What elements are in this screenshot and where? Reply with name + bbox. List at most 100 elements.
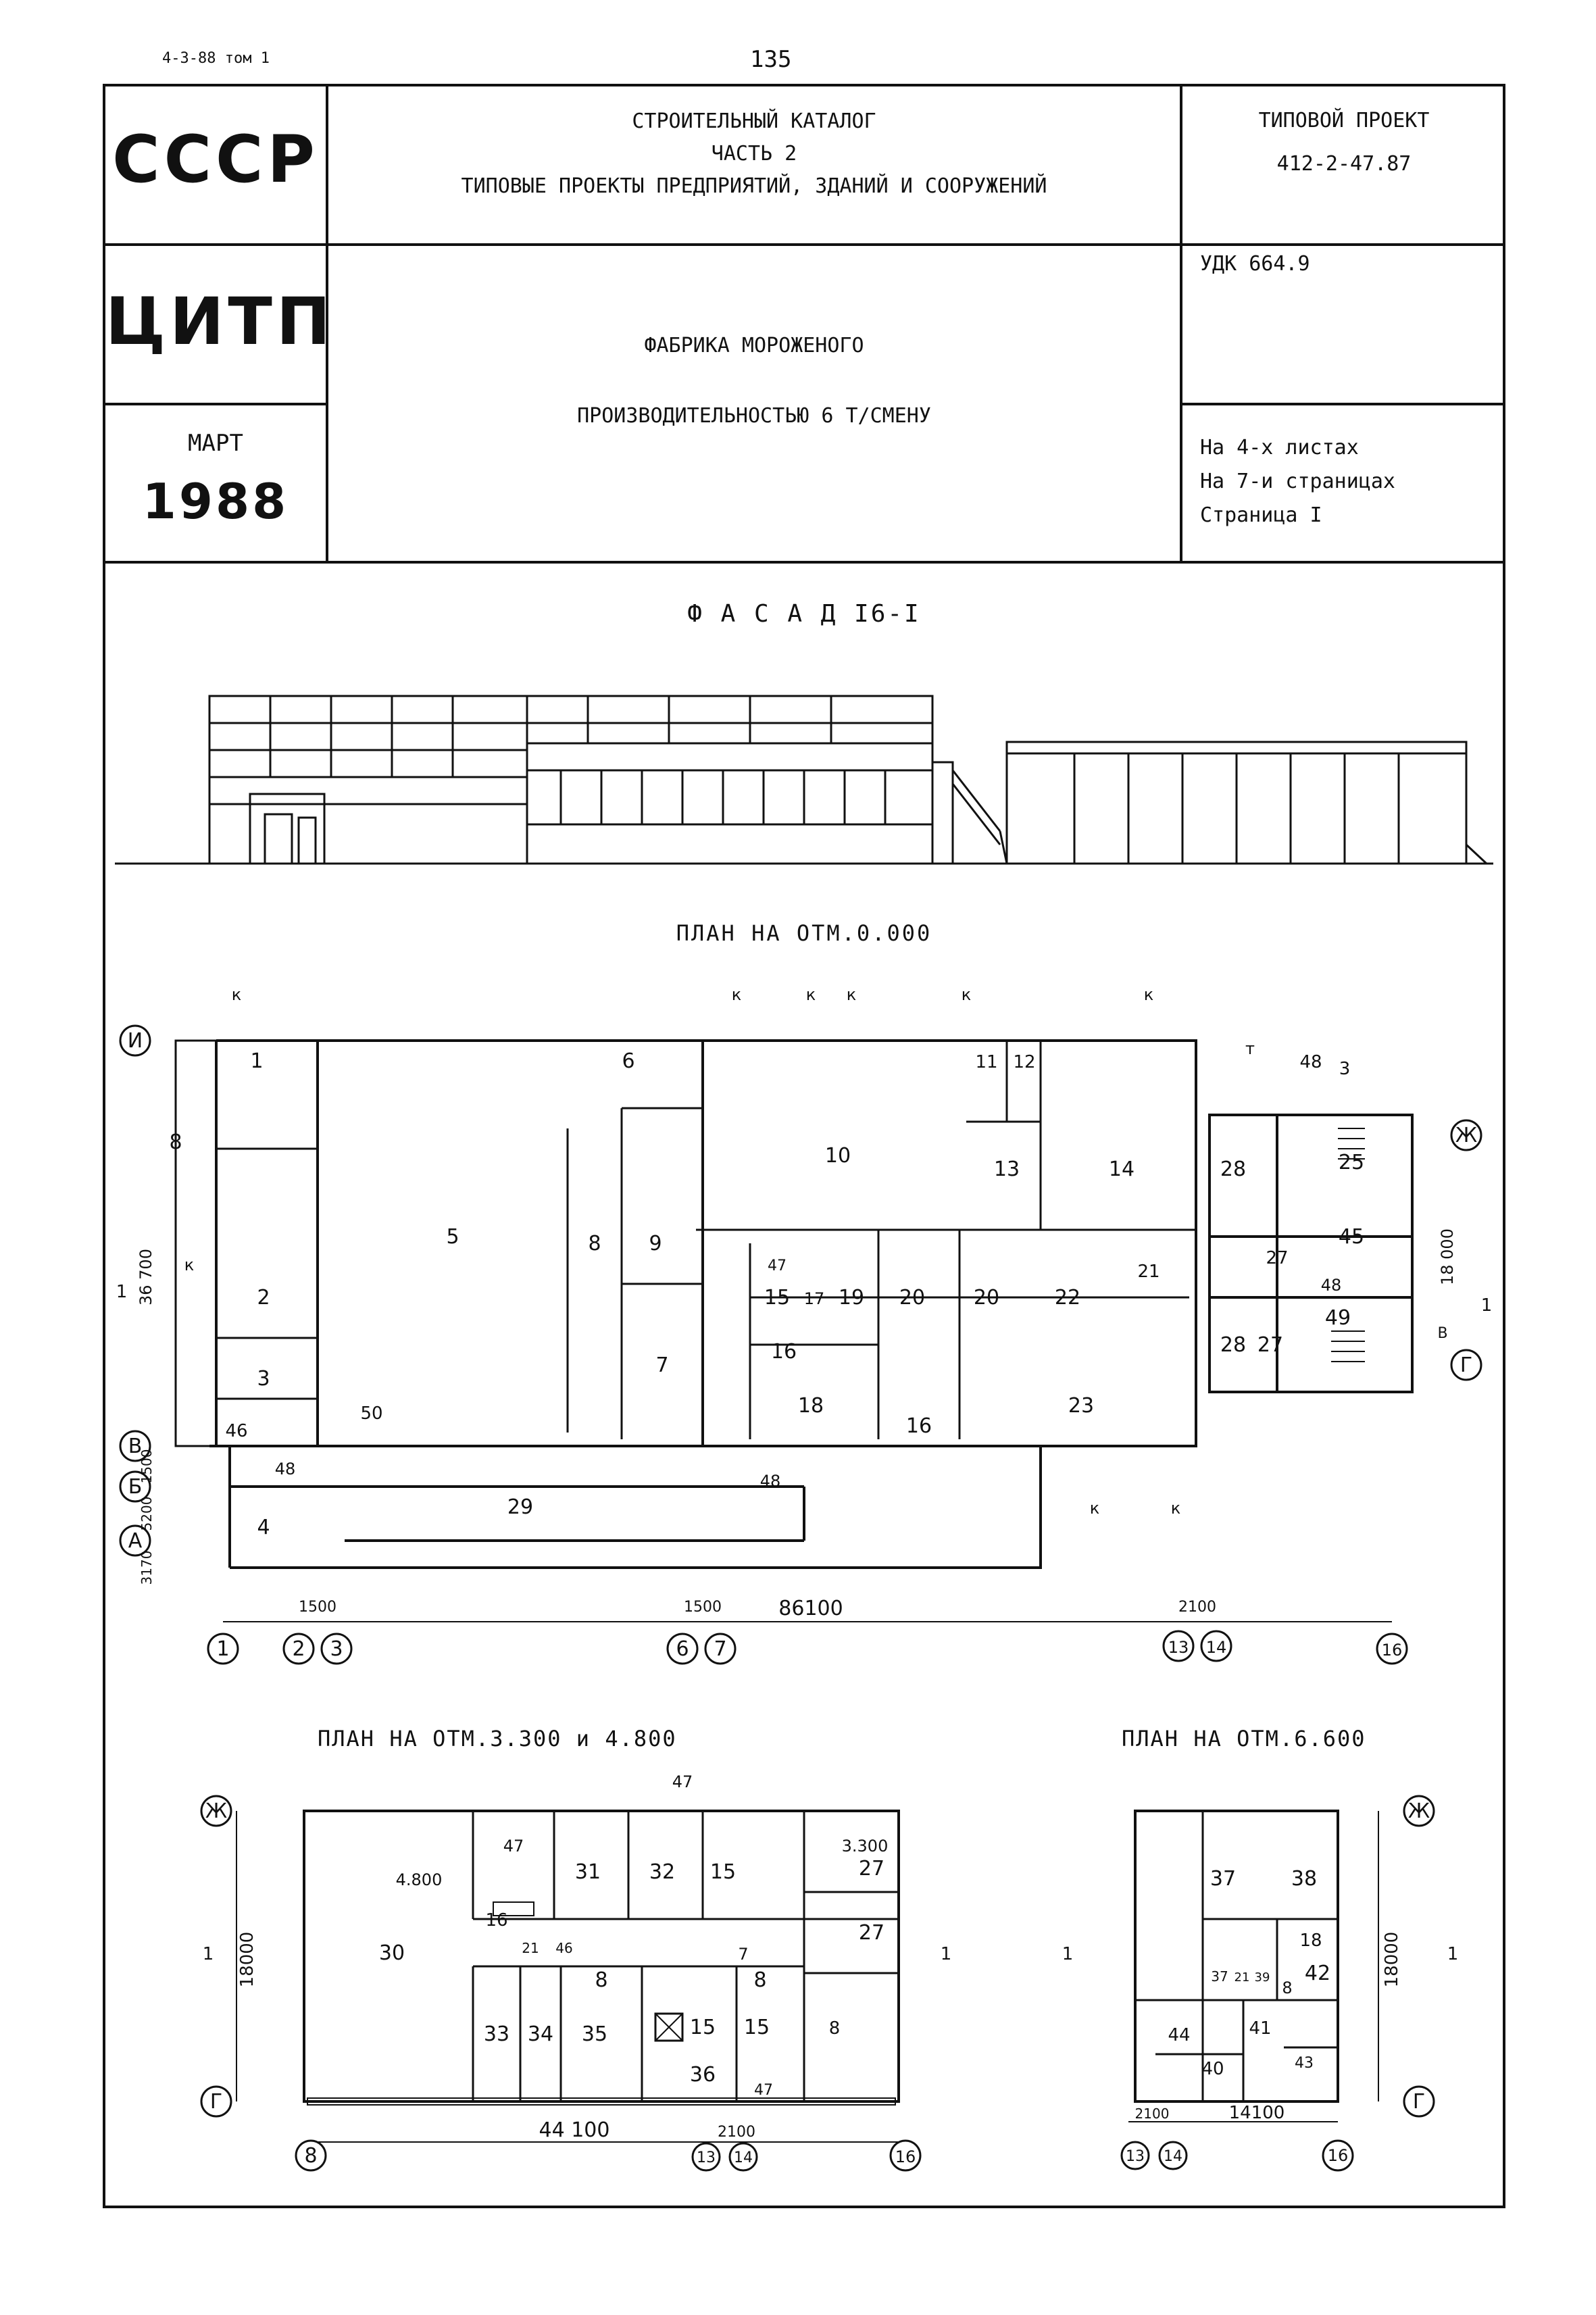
room-49: 49: [1325, 1306, 1351, 1330]
axis-a: А: [128, 1529, 143, 1553]
k-marker: к: [232, 985, 242, 1004]
axis-14: 14: [1164, 2148, 1182, 2165]
dim-2100: 2100: [1178, 1599, 1216, 1616]
k-marker: к: [1171, 1499, 1181, 1518]
room-13: 13: [994, 1158, 1020, 1181]
k-marker: к: [847, 985, 857, 1004]
dim-total: 44 100: [539, 2118, 610, 2142]
page-number: 135: [750, 46, 792, 73]
room-15b: 15: [690, 2016, 716, 2039]
room-16: 16: [485, 1910, 507, 1931]
room-12: 12: [1013, 1052, 1035, 1072]
room-20b: 20: [974, 1286, 999, 1310]
stamp-row-line-1: [103, 243, 1505, 246]
catalog-line-2: ЧАСТЬ 2: [711, 142, 797, 166]
room-8: 8: [1282, 1978, 1292, 1997]
room-1: 1: [250, 1049, 263, 1073]
dim-18000: 18000: [237, 1932, 257, 1988]
room-45: 45: [1339, 1225, 1364, 1249]
room-19: 19: [839, 1286, 864, 1310]
room-28a: 28: [1220, 1158, 1246, 1181]
room-29: 29: [507, 1495, 533, 1519]
room-32: 32: [649, 1860, 675, 1884]
dim-total: 14100: [1229, 2103, 1285, 2123]
drawing-title-1: ФАБРИКА МОРОЖЕНОГО: [644, 334, 864, 357]
axis-7: 7: [714, 1637, 726, 1661]
k-marker: к: [184, 1255, 195, 1274]
axis-16: 16: [1382, 1641, 1403, 1660]
section-mark: 1: [203, 1944, 214, 1964]
axis-v: В: [128, 1435, 143, 1458]
room-9: 9: [649, 1232, 662, 1255]
axis-13: 13: [1168, 1638, 1189, 1657]
dim-3170: 3170: [139, 1551, 155, 1585]
room-21: 21: [522, 1940, 539, 1956]
catalog-line-3: ТИПОВЫЕ ПРОЕКТЫ ПРЕДПРИЯТИЙ, ЗДАНИЙ И СО…: [461, 174, 1047, 198]
dim-1500b: 1500: [684, 1599, 722, 1616]
sheet-count: На 4-х листах: [1200, 436, 1359, 459]
room-42: 42: [1305, 1962, 1330, 1985]
dim-2100: 2100: [1135, 2106, 1170, 2122]
room-27a: 27: [1266, 1248, 1288, 1268]
room-18: 18: [1299, 1931, 1322, 1951]
room-48b: 48: [275, 1460, 296, 1478]
axis-zh: Ж: [205, 1799, 227, 1823]
room-43: 43: [1295, 2055, 1314, 2072]
section-mark: 1: [941, 1944, 952, 1964]
dim-5200: 5200: [139, 1497, 155, 1531]
k-marker: к: [806, 985, 816, 1004]
axis-g: Г: [1460, 1353, 1472, 1377]
room-46: 46: [225, 1421, 247, 1441]
stamp-month: МАРТ: [188, 430, 243, 457]
room-16a: 16: [771, 1340, 797, 1364]
axis-g: Г: [210, 2090, 222, 2114]
section-mark: 1: [1447, 1944, 1459, 1964]
room-38: 38: [1291, 1867, 1317, 1891]
room-23: 23: [1068, 1394, 1094, 1418]
axis-3: 3: [330, 1637, 343, 1661]
k-marker: к: [1144, 985, 1154, 1004]
room-2: 2: [257, 1286, 270, 1310]
plan2-drawing: 13 14 16 Ж Г 14100 2100 18000 37 38 18 3…: [1062, 1795, 1459, 2172]
room-11: 11: [975, 1052, 997, 1072]
axis-zh: Ж: [1408, 1799, 1430, 1823]
axis-14: 14: [1206, 1638, 1227, 1657]
stamp-year: 1988: [142, 473, 289, 530]
room-25: 25: [1339, 1151, 1364, 1174]
room-48c: 48: [760, 1472, 781, 1491]
axis-2: 2: [292, 1637, 305, 1661]
room-18: 18: [798, 1394, 824, 1418]
stamp-divider-right: [1180, 84, 1182, 562]
axis-6: 6: [676, 1637, 689, 1661]
room-33: 33: [484, 2022, 509, 2046]
room-46: 46: [555, 1940, 572, 1956]
room-30: 30: [379, 1941, 405, 1965]
drawing-title-2: ПРОИЗВОДИТЕЛЬНОСТЬЮ 6 Т/СМЕНУ: [577, 404, 931, 428]
t-marker: т: [1245, 1039, 1255, 1058]
k-marker: к: [732, 985, 742, 1004]
dim-1500c: 1500: [139, 1449, 155, 1484]
room-47b: 47: [672, 1772, 693, 1791]
plan1-title: ПЛАН НА ОТМ.3.300 и 4.800: [318, 1726, 677, 1751]
room-41: 41: [1249, 2018, 1271, 2039]
section-mark: 1: [1481, 1295, 1493, 1316]
room-14: 14: [1109, 1158, 1134, 1181]
room-6: 6: [622, 1049, 634, 1073]
plan1-drawing: Ж Г 8 13 14 16 44 100 2100 18000 4.800 3…: [200, 1772, 952, 2172]
room-47: 47: [768, 1258, 787, 1274]
room-21: 21: [1137, 1262, 1159, 1282]
room-31: 31: [575, 1860, 601, 1884]
room-50: 50: [360, 1403, 382, 1424]
k-marker: к: [1090, 1499, 1100, 1518]
room-17: 17: [804, 1289, 825, 1308]
dim-2100: 2100: [718, 2124, 755, 2141]
plan0-title: ПЛАН НА ОТМ.0.000: [676, 920, 932, 946]
axis-b: Б: [128, 1475, 143, 1499]
plan2-title: ПЛАН НА ОТМ.6.600: [1122, 1726, 1366, 1751]
series-label: 4-3-88 том 1: [162, 50, 270, 67]
section-mark: 1: [1062, 1944, 1074, 1964]
udk-code: УДК 664.9: [1200, 252, 1310, 276]
dim-1500a: 1500: [299, 1599, 336, 1616]
room-5: 5: [446, 1225, 459, 1249]
stamp-row-line-2: [103, 403, 326, 405]
